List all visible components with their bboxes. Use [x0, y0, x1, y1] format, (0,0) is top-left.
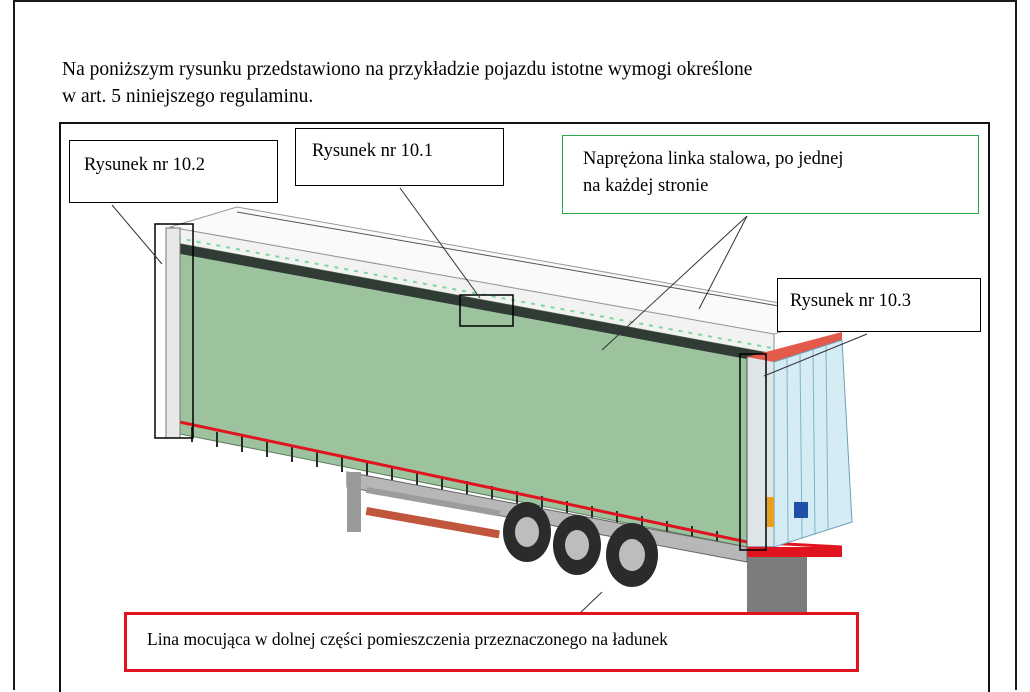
detail-box-10-1	[459, 294, 514, 327]
rear-door	[773, 339, 853, 548]
callout-figure-10-3: Rysunek nr 10.3	[777, 278, 981, 332]
leader-lines	[111, 187, 868, 615]
callout-lashing-rope: Lina mocująca w dolnej części pomieszcze…	[124, 612, 859, 672]
mudflap	[747, 557, 807, 612]
callout-figure-10-1: Rysunek nr 10.1	[295, 128, 504, 186]
rear-plate	[794, 502, 808, 518]
detail-box-10-3	[739, 353, 767, 551]
callout-steel-cable-line-2: na każdej stronie	[583, 176, 709, 196]
side-guard-bar-2	[365, 486, 500, 517]
callout-steel-cable-line-1: Naprężona linka stalowa, po jednej	[583, 149, 844, 169]
detail-box-10-2	[154, 223, 194, 439]
callout-figure-10-1-text: Rysunek nr 10.1	[312, 141, 434, 161]
intro-line-1: Na poniższym rysunku przedstawiono na pr…	[62, 59, 753, 80]
landing-leg	[347, 472, 361, 532]
page-border	[13, 0, 1017, 690]
side-guard-bar	[365, 507, 500, 539]
rear-light	[767, 497, 774, 527]
rear-bumper	[742, 547, 842, 557]
trailer-figure	[59, 122, 990, 692]
steel-cable-line	[236, 211, 843, 318]
top-rail	[170, 242, 774, 364]
intro-line-2: w art. 5 niniejszego regulaminu.	[62, 86, 314, 107]
callout-lashing-rope-text: Lina mocująca w dolnej części pomieszcze…	[147, 629, 668, 649]
wheels	[503, 502, 658, 587]
intro-paragraph: Na poniższym rysunku przedstawiono na pr…	[62, 56, 982, 110]
callout-steel-cable: Naprężona linka stalowa, po jednej na ka…	[562, 135, 979, 214]
roof-strip	[176, 237, 773, 349]
callout-figure-10-2: Rysunek nr 10.2	[69, 140, 278, 203]
callout-figure-10-2-text: Rysunek nr 10.2	[84, 155, 206, 175]
callout-figure-10-3-text: Rysunek nr 10.3	[790, 291, 912, 311]
trailer-illustration	[111, 187, 868, 615]
rear-roof-red	[747, 332, 842, 362]
front-pillar	[165, 227, 181, 439]
